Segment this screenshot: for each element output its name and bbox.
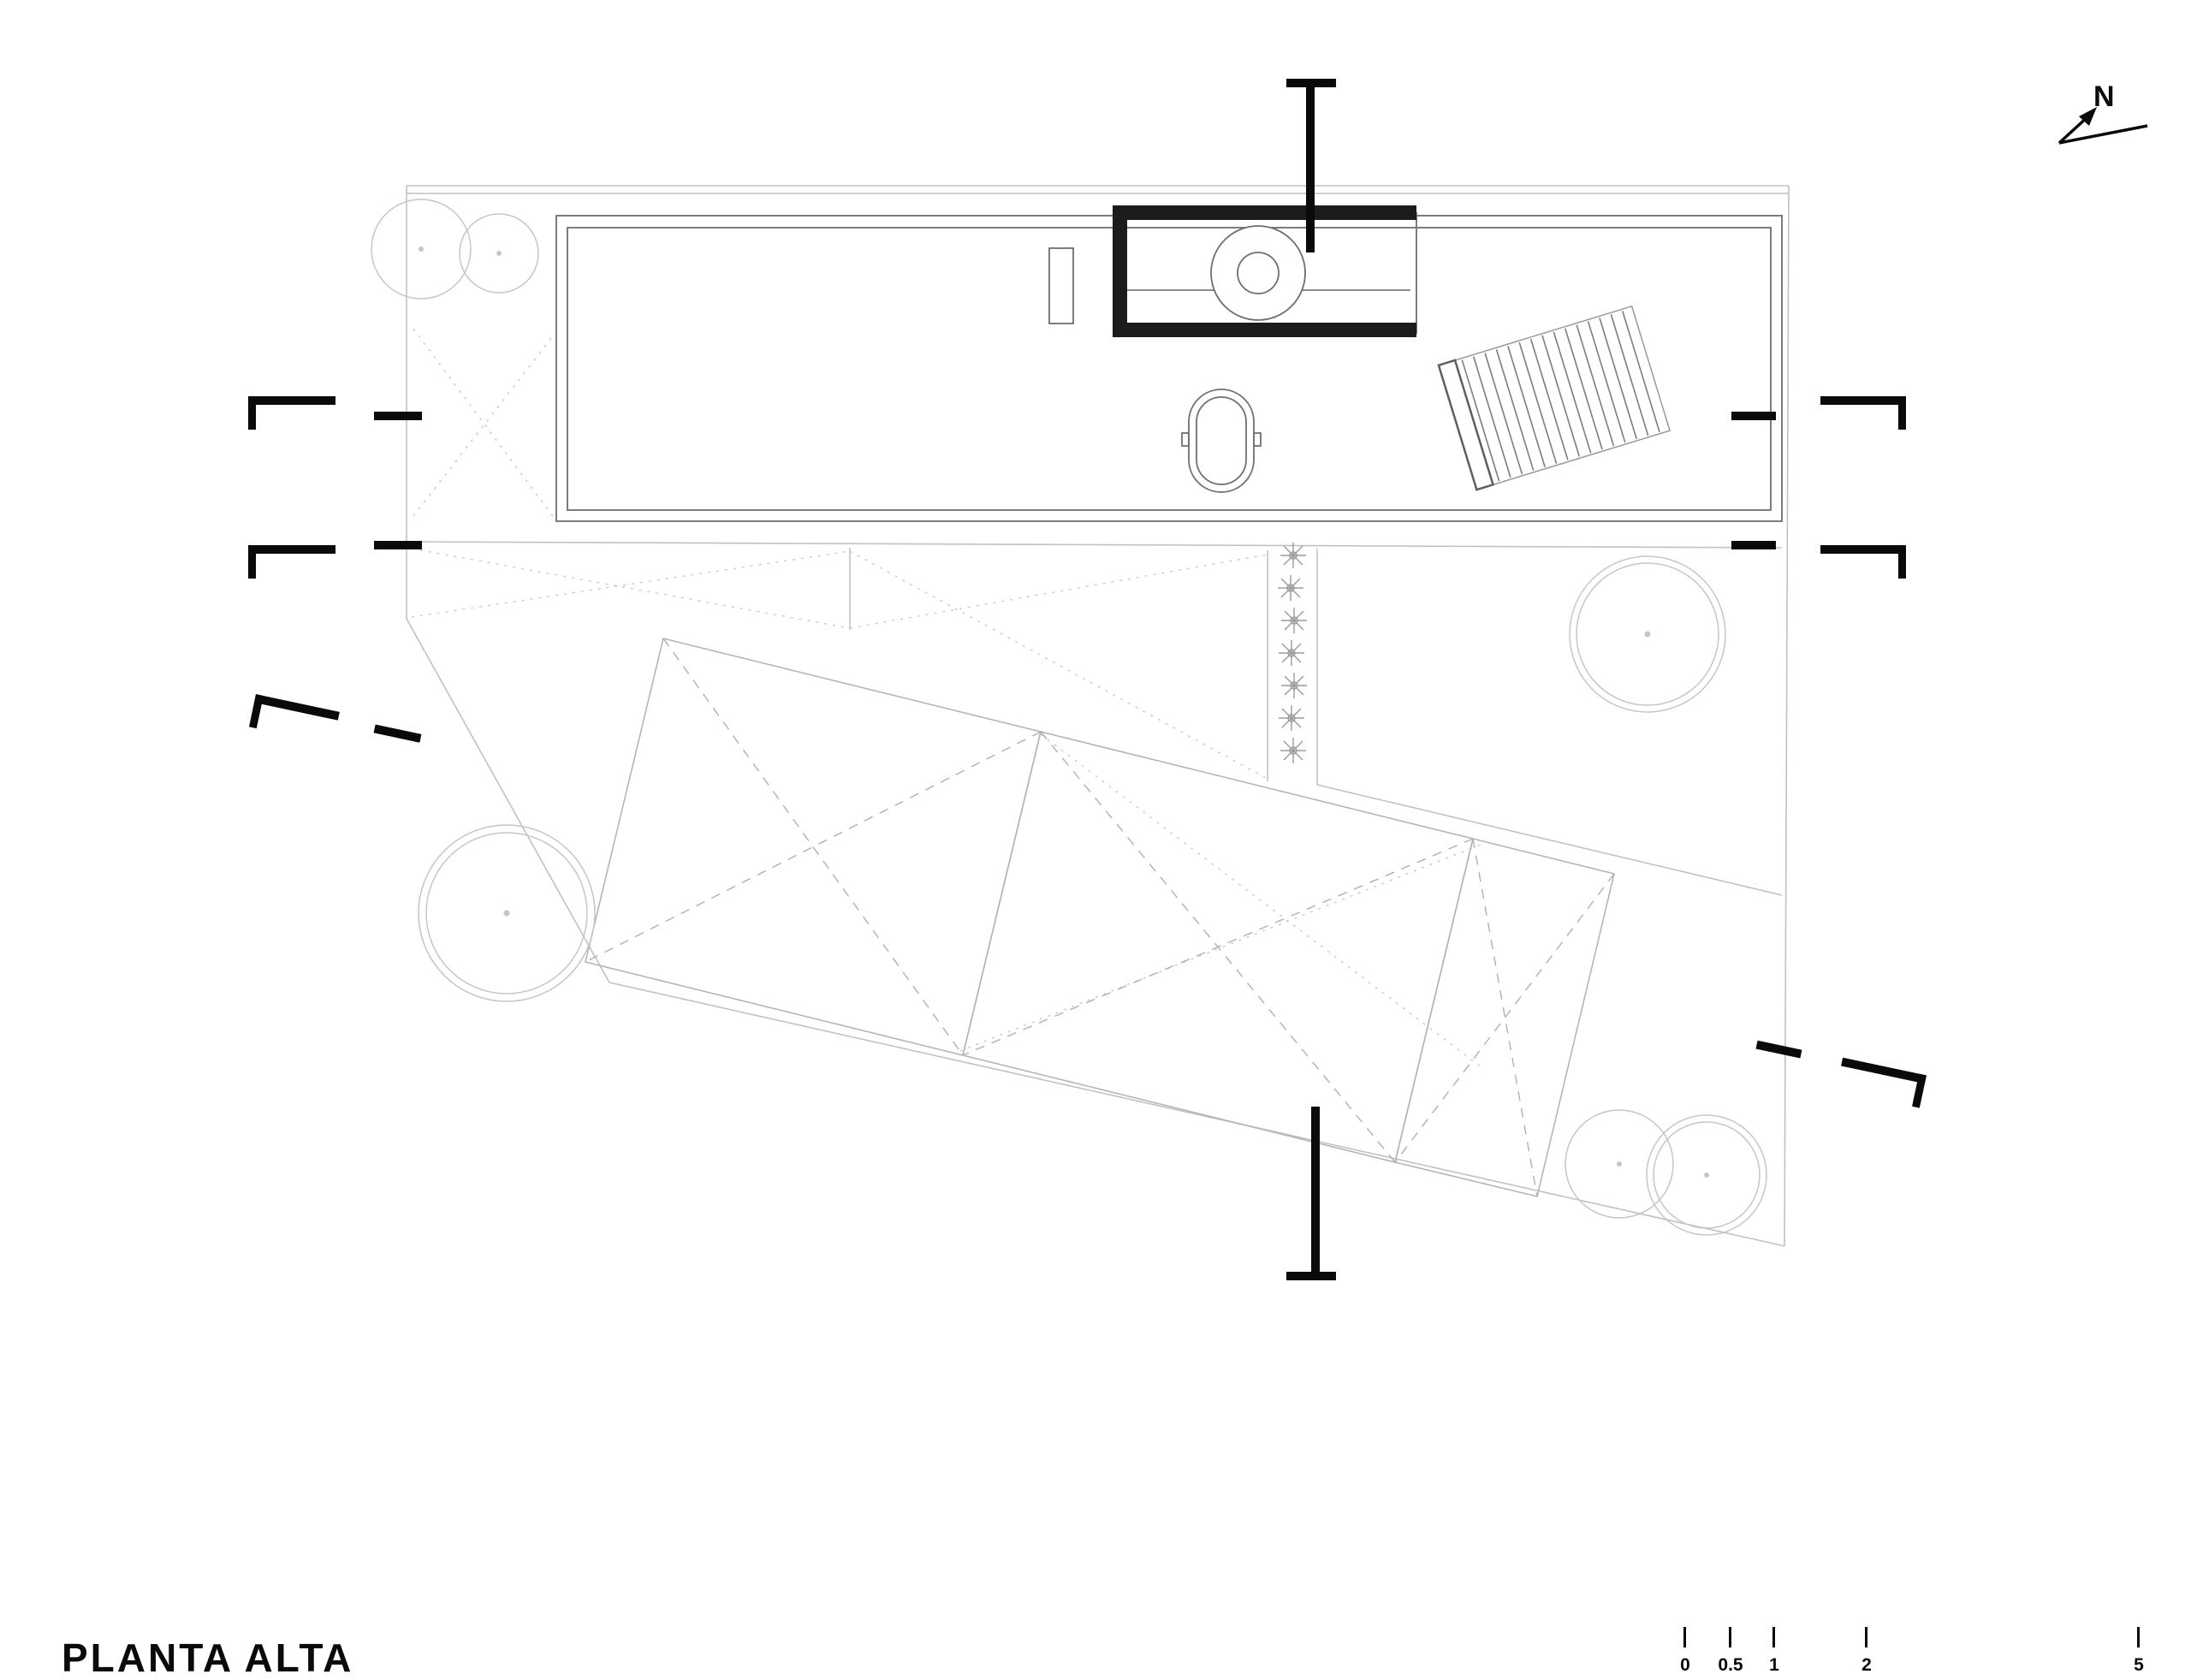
roof-planes bbox=[585, 638, 1615, 1197]
section-markers bbox=[248, 79, 1927, 1280]
stair-wall-bottom bbox=[1113, 323, 1416, 337]
site-boundary bbox=[406, 185, 1790, 1247]
shrub-symbol bbox=[1280, 607, 1308, 634]
section-marker-left-3 bbox=[248, 694, 422, 743]
louver-end-cap bbox=[1437, 359, 1495, 491]
tree-canopy bbox=[1569, 555, 1726, 713]
roof-slope-marks bbox=[585, 638, 1615, 1197]
shrub-symbol bbox=[1280, 542, 1307, 569]
scale-label-1: 1 bbox=[1769, 1655, 1779, 1675]
louver-skylight bbox=[1437, 305, 1671, 491]
shrub-row bbox=[1277, 542, 1308, 764]
louver-slats bbox=[1461, 311, 1660, 482]
section-marker-left-1 bbox=[248, 396, 422, 430]
wardrobe-fixture bbox=[1048, 247, 1074, 324]
bathtub bbox=[1181, 389, 1262, 493]
scale-label-0: 0 bbox=[1680, 1655, 1690, 1675]
section-marker-left-2 bbox=[248, 541, 422, 579]
shrub-symbol bbox=[1277, 574, 1304, 602]
stair-wall-left bbox=[1113, 205, 1127, 337]
scale-bar: 0 0.5 1 2 5 bbox=[1680, 1627, 2144, 1675]
shrub-symbol bbox=[1278, 639, 1305, 667]
plan-title: PLANTA ALTA bbox=[62, 1635, 353, 1680]
stair-wall-top bbox=[1113, 205, 1416, 220]
spiral-stair-inner bbox=[1237, 252, 1280, 294]
terrace-edges bbox=[849, 548, 1783, 896]
scale-label-05: 0.5 bbox=[1718, 1655, 1743, 1675]
roof-plane-3 bbox=[1394, 838, 1615, 1197]
scale-ticks bbox=[1683, 1627, 2140, 1647]
tree-canopy bbox=[459, 213, 539, 294]
scale-label-5: 5 bbox=[2134, 1655, 2144, 1675]
tree-canopy bbox=[371, 199, 472, 300]
spiral-stair-outer bbox=[1210, 225, 1306, 321]
tree-canopy bbox=[418, 824, 596, 1002]
tree-canopies bbox=[371, 199, 1767, 1236]
shrub-symbol bbox=[1280, 737, 1307, 764]
stair-core bbox=[1113, 205, 1417, 337]
section-marker-right-1 bbox=[1731, 396, 1906, 430]
north-indicator: N bbox=[2057, 80, 2148, 145]
shrub-symbol bbox=[1280, 672, 1308, 699]
tap-fixture bbox=[1181, 432, 1190, 447]
tree-canopy bbox=[1646, 1114, 1767, 1236]
north-arrowhead-icon bbox=[2079, 107, 2097, 126]
scale-label-2: 2 bbox=[1861, 1655, 1872, 1675]
section-marker-right-3 bbox=[1755, 1040, 1927, 1108]
shrub-symbol bbox=[1278, 704, 1305, 732]
tap-fixture bbox=[1253, 432, 1262, 447]
projection-lines bbox=[411, 328, 1486, 1071]
tree-canopy bbox=[1565, 1109, 1674, 1219]
section-marker-bottom bbox=[1286, 1107, 1336, 1280]
north-label: N bbox=[2093, 80, 2115, 113]
north-arrow-icon bbox=[2057, 114, 2148, 145]
section-marker-top bbox=[1286, 79, 1336, 252]
section-marker-right-2 bbox=[1731, 541, 1906, 579]
